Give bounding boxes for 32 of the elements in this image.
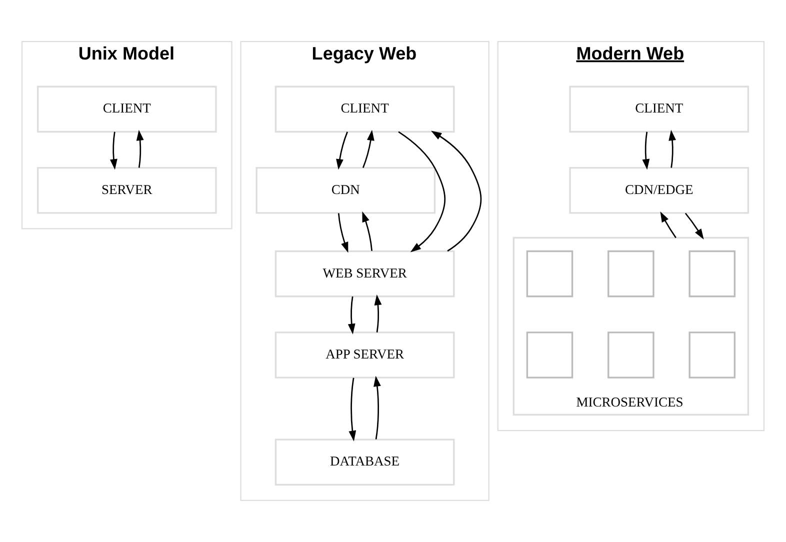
node-box: CDN <box>256 166 436 214</box>
node-box <box>526 332 574 378</box>
node-box: WEB SERVER <box>274 250 455 298</box>
arrow <box>362 130 374 168</box>
arrow <box>362 211 372 251</box>
node-box: DATABASE <box>274 438 455 486</box>
arrow <box>348 378 356 442</box>
arrow <box>684 212 704 240</box>
arrow <box>338 213 348 253</box>
arrow <box>374 376 381 440</box>
node-box: CDN/EDGE <box>569 166 750 214</box>
node-box: CLIENT <box>36 86 217 133</box>
node-box: CLIENT <box>569 86 750 133</box>
arrow <box>110 132 118 170</box>
node-box <box>688 250 736 298</box>
arrow <box>642 132 650 170</box>
arrow <box>398 131 446 252</box>
arrow <box>336 132 348 170</box>
arrow <box>374 294 382 332</box>
arrow <box>348 296 356 334</box>
arrow <box>668 130 676 168</box>
arrow <box>431 130 482 252</box>
node-box: CLIENT <box>274 86 455 133</box>
cluster: MICROSERVICES <box>512 236 750 416</box>
node-box <box>526 250 574 298</box>
node-box: SERVER <box>36 166 217 214</box>
node-box <box>688 332 736 378</box>
node-box: APP SERVER <box>274 332 455 378</box>
node-box <box>608 250 654 298</box>
node-box <box>608 332 654 378</box>
arrow <box>660 211 676 238</box>
arrow <box>136 130 144 168</box>
